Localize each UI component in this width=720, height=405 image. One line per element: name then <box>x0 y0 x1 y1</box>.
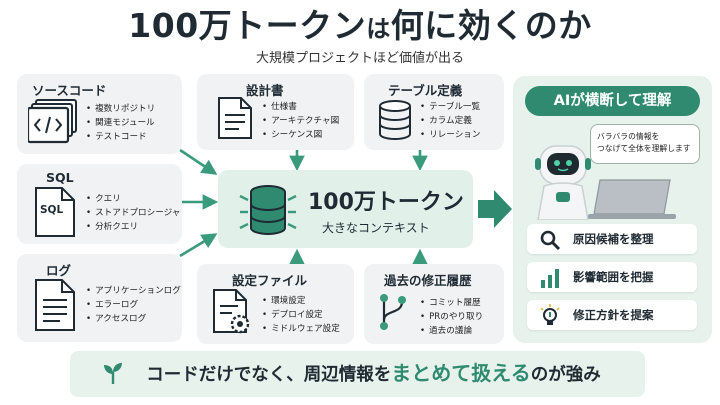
card-sql-list: クエリ ストアドプロシージャ 分析クエリ <box>86 192 180 234</box>
title-question: 何に効くのか <box>390 6 592 45</box>
list-item: リレーション <box>420 128 480 142</box>
page-subtitle: 大規模プロジェクトほど価値が出る <box>255 51 464 66</box>
list-item: テーブル一覧 <box>420 100 480 114</box>
card-table-def-title: テーブル定義 <box>388 83 463 98</box>
summary-part: コードだけでなく、周辺情報を <box>146 365 392 385</box>
list-item: 環境設定 <box>262 294 340 308</box>
card-history-title: 過去の修正履歴 <box>384 273 472 288</box>
card-config-list: 環境設定 デプロイ設定 ミドルウェア設定 <box>262 294 340 336</box>
action-label: 修正方針を提案 <box>573 308 654 322</box>
card-sql-title: SQL <box>46 170 74 185</box>
list-item: PRのやり取り <box>420 310 483 324</box>
sql-file-icon <box>35 187 75 237</box>
arrow-source <box>179 148 218 175</box>
card-log-title: ログ <box>46 263 72 278</box>
robot-with-laptop-icon <box>535 145 676 220</box>
list-item: デプロイ設定 <box>262 308 340 322</box>
list-item: シーケンス図 <box>262 128 339 142</box>
summary-text: コードだけでなく、周辺情報をまとめて扱えるのが強み <box>96 356 651 392</box>
magnifier-icon <box>540 230 561 251</box>
database-large-icon <box>239 185 297 235</box>
sprout-icon <box>104 363 122 384</box>
log-file-icon <box>35 279 75 331</box>
list-item: カラム定義 <box>420 114 480 128</box>
center-subtitle: 大きなコンテキスト <box>322 221 430 235</box>
document-icon <box>218 97 252 139</box>
action-root-cause: 原因候補を整理 <box>527 224 697 254</box>
card-history-list: コミット履歴 PRのやり取り 過去の議論 <box>420 296 483 338</box>
speech-bubble: バラバラの情報を つなげて全体を理解します <box>590 124 700 164</box>
list-item: クエリ <box>86 192 180 206</box>
list-item: テストコード <box>86 130 155 144</box>
list-item: エラーログ <box>86 298 181 312</box>
code-files-icon <box>28 99 77 144</box>
card-log-list: アプリケーションログ エラーログ アクセスログ <box>86 284 181 326</box>
list-item: コミット履歴 <box>420 296 483 310</box>
list-item: 関連モジュール <box>86 116 155 130</box>
database-icon <box>379 100 411 140</box>
card-source-code-list: 複数リポジトリ 関連モジュール テストコード <box>86 102 155 144</box>
card-design-doc-list: 仕様書 アーキテクチャ図 シーケンス図 <box>262 100 339 142</box>
bubble-line: つなげて全体を理解します <box>597 144 691 153</box>
action-impact: 影響範囲を把握 <box>527 262 697 292</box>
list-item: 複数リポジトリ <box>86 102 155 116</box>
card-source-code-title: ソースコード <box>32 83 107 98</box>
title-tokens: 100万トークン <box>128 6 367 45</box>
list-item: 仕様書 <box>262 100 339 114</box>
page-title: 100万トークンは何に効くのか <box>0 4 720 51</box>
card-table-def-list: テーブル一覧 カラム定義 リレーション <box>420 100 480 142</box>
list-item: ミドルウェア設定 <box>262 322 340 336</box>
action-label: 原因候補を整理 <box>573 232 654 246</box>
bubble-line: バラバラの情報を <box>597 132 660 141</box>
list-item: アプリケーションログ <box>86 284 181 298</box>
action-fix-plan: 修正方針を提案 <box>527 300 697 330</box>
settings-file-icon <box>213 289 250 334</box>
sql-icon-label: SQL <box>40 204 64 216</box>
card-design-doc-title: 設計書 <box>246 83 284 98</box>
lightbulb-icon <box>540 304 560 325</box>
arrow-log <box>179 233 218 258</box>
list-item: アーキテクチャ図 <box>262 114 339 128</box>
list-item: 分析クエリ <box>86 220 180 234</box>
git-branch-icon <box>380 294 406 330</box>
list-item: ストアドプロシージャ <box>86 206 180 220</box>
card-config-title: 設定ファイル <box>232 273 308 288</box>
title-particle: は <box>366 15 391 43</box>
list-item: 過去の議論 <box>420 324 483 338</box>
list-item: アクセスログ <box>86 312 181 326</box>
bar-chart-icon <box>541 269 559 288</box>
big-arrow-right <box>478 190 512 228</box>
summary-emphasis: まとめて扱える <box>391 361 531 385</box>
summary-part: のが強み <box>530 365 601 385</box>
action-label: 影響範囲を把握 <box>573 270 654 284</box>
summary-banner <box>70 351 645 397</box>
center-title: 100万トークン <box>308 190 464 215</box>
ai-panel-heading: AIが横断して理解 <box>525 86 700 116</box>
